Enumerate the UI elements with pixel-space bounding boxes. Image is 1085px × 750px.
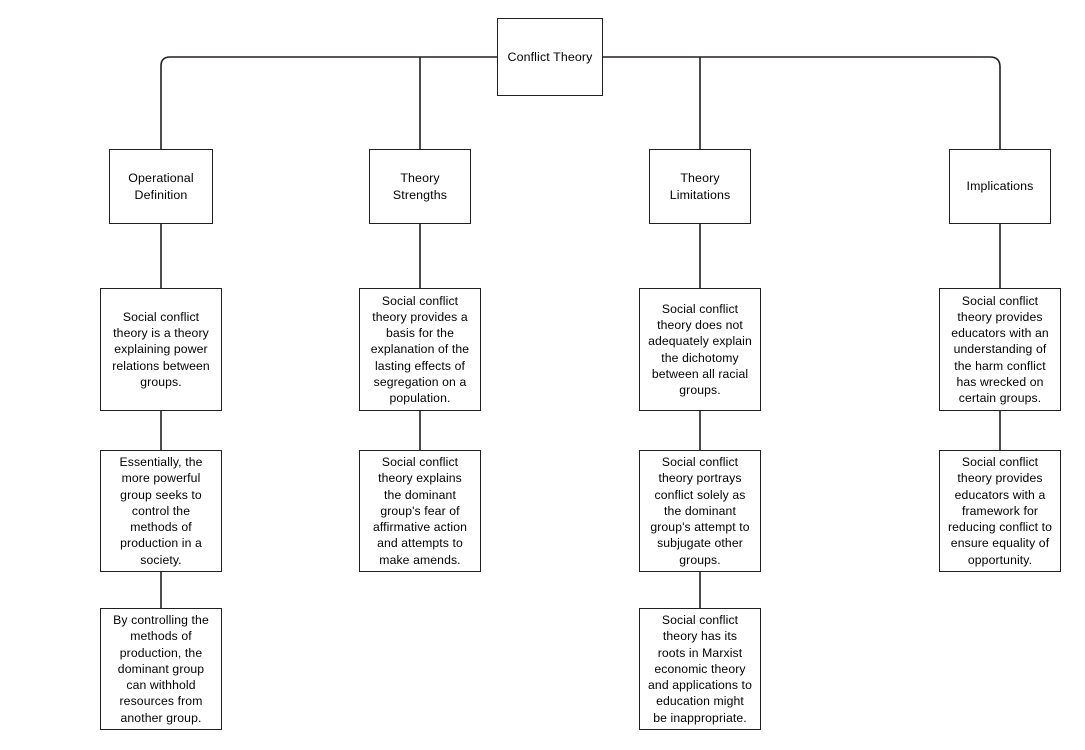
node-label: Conflict Theory <box>507 49 593 64</box>
node-operational-definition-detail-1[interactable]: Social conflict theory is a theory expla… <box>100 288 222 411</box>
node-implications-detail-2[interactable]: Social conflict theory provides educator… <box>939 450 1061 572</box>
node-label: Social conflict theory explains the domi… <box>372 455 468 567</box>
node-theory-limitations-header[interactable]: Theory Limitations <box>649 149 751 224</box>
node-label: Essentially, the more powerful group see… <box>119 455 203 567</box>
node-label: Operational Definition <box>128 171 194 202</box>
node-label: Social conflict theory is a theory expla… <box>112 309 210 389</box>
node-label: Implications <box>966 179 1034 194</box>
node-theory-limitations-detail-2[interactable]: Social conflict theory portrays conflict… <box>639 450 761 572</box>
node-label: Theory Strengths <box>392 171 448 202</box>
connector-root-to-right-trunk <box>603 56 1001 149</box>
node-label: Theory Limitations <box>669 171 731 202</box>
node-theory-strengths-header[interactable]: Theory Strengths <box>369 149 471 224</box>
node-operational-definition-detail-2[interactable]: Essentially, the more powerful group see… <box>100 450 222 572</box>
node-label: Social conflict theory portrays conflict… <box>650 455 750 567</box>
node-label: Social conflict theory provides educator… <box>947 455 1053 567</box>
node-implications-detail-1[interactable]: Social conflict theory provides educator… <box>939 288 1061 411</box>
node-label: Social conflict theory has its roots in … <box>648 613 752 725</box>
node-implications-header[interactable]: Implications <box>949 149 1051 224</box>
node-label: Social conflict theory provides a basis … <box>370 293 470 405</box>
node-conflict-theory[interactable]: Conflict Theory <box>497 18 603 96</box>
node-label: Social conflict theory does not adequate… <box>648 301 752 397</box>
connector-root-to-left-trunk <box>160 56 497 149</box>
node-label: By controlling the methods of production… <box>113 613 209 725</box>
node-operational-definition-detail-3[interactable]: By controlling the methods of production… <box>100 608 222 730</box>
node-theory-strengths-detail-2[interactable]: Social conflict theory explains the domi… <box>359 450 481 572</box>
node-theory-limitations-detail-3[interactable]: Social conflict theory has its roots in … <box>639 608 761 730</box>
node-theory-limitations-detail-1[interactable]: Social conflict theory does not adequate… <box>639 288 761 411</box>
node-theory-strengths-detail-1[interactable]: Social conflict theory provides a basis … <box>359 288 481 411</box>
node-label: Social conflict theory provides educator… <box>951 293 1049 405</box>
node-operational-definition-header[interactable]: Operational Definition <box>109 149 213 224</box>
